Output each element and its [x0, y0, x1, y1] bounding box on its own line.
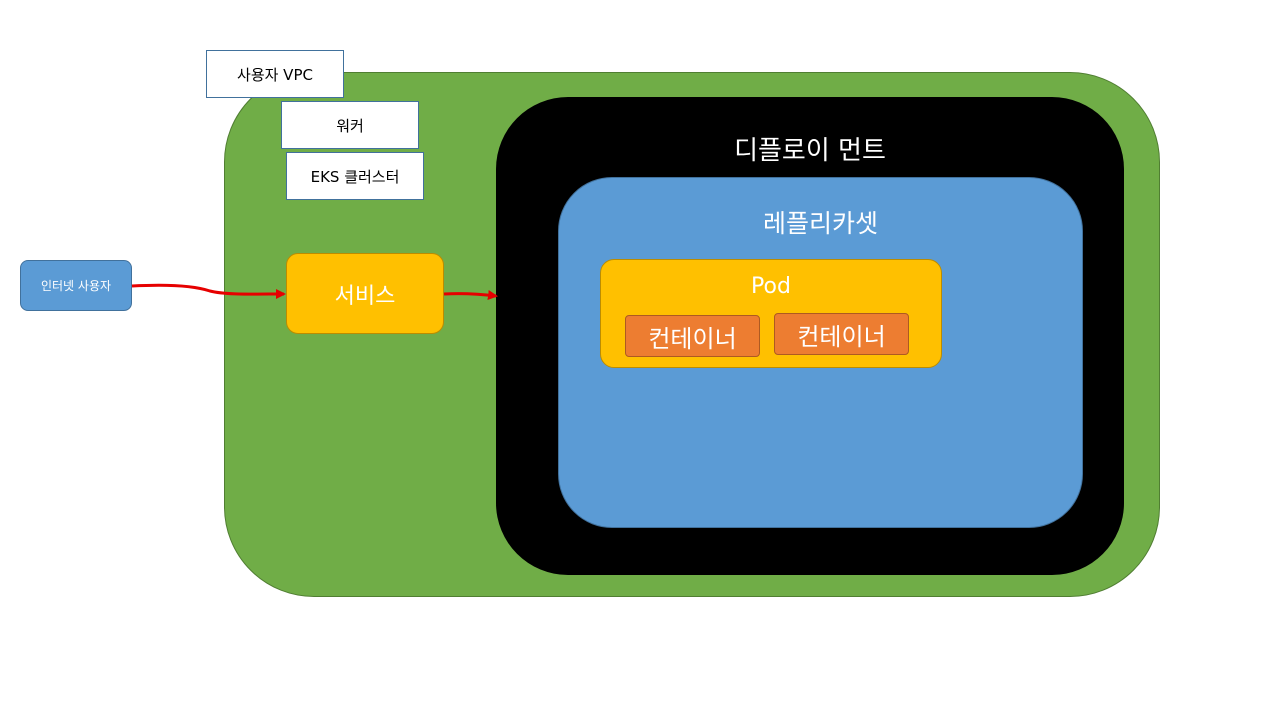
- service-box: 서비스: [286, 253, 444, 334]
- arrow-user-to-service: [131, 283, 286, 300]
- eks-cluster-label: EKS 클러스터: [286, 152, 424, 200]
- worker-label: 워커: [281, 101, 419, 149]
- arrow-service-to-deployment: [443, 290, 498, 300]
- container-box-2: 컨테이너: [774, 313, 909, 355]
- user-vpc-label: 사용자 VPC: [206, 50, 344, 98]
- deployment-label: 디플로이 먼트: [734, 135, 886, 166]
- container-box-1: 컨테이너: [625, 315, 760, 357]
- replicaset-label: 레플리카셋: [762, 209, 878, 238]
- pod-label: Pod: [751, 273, 791, 299]
- internet-user-box: 인터넷 사용자: [20, 260, 132, 311]
